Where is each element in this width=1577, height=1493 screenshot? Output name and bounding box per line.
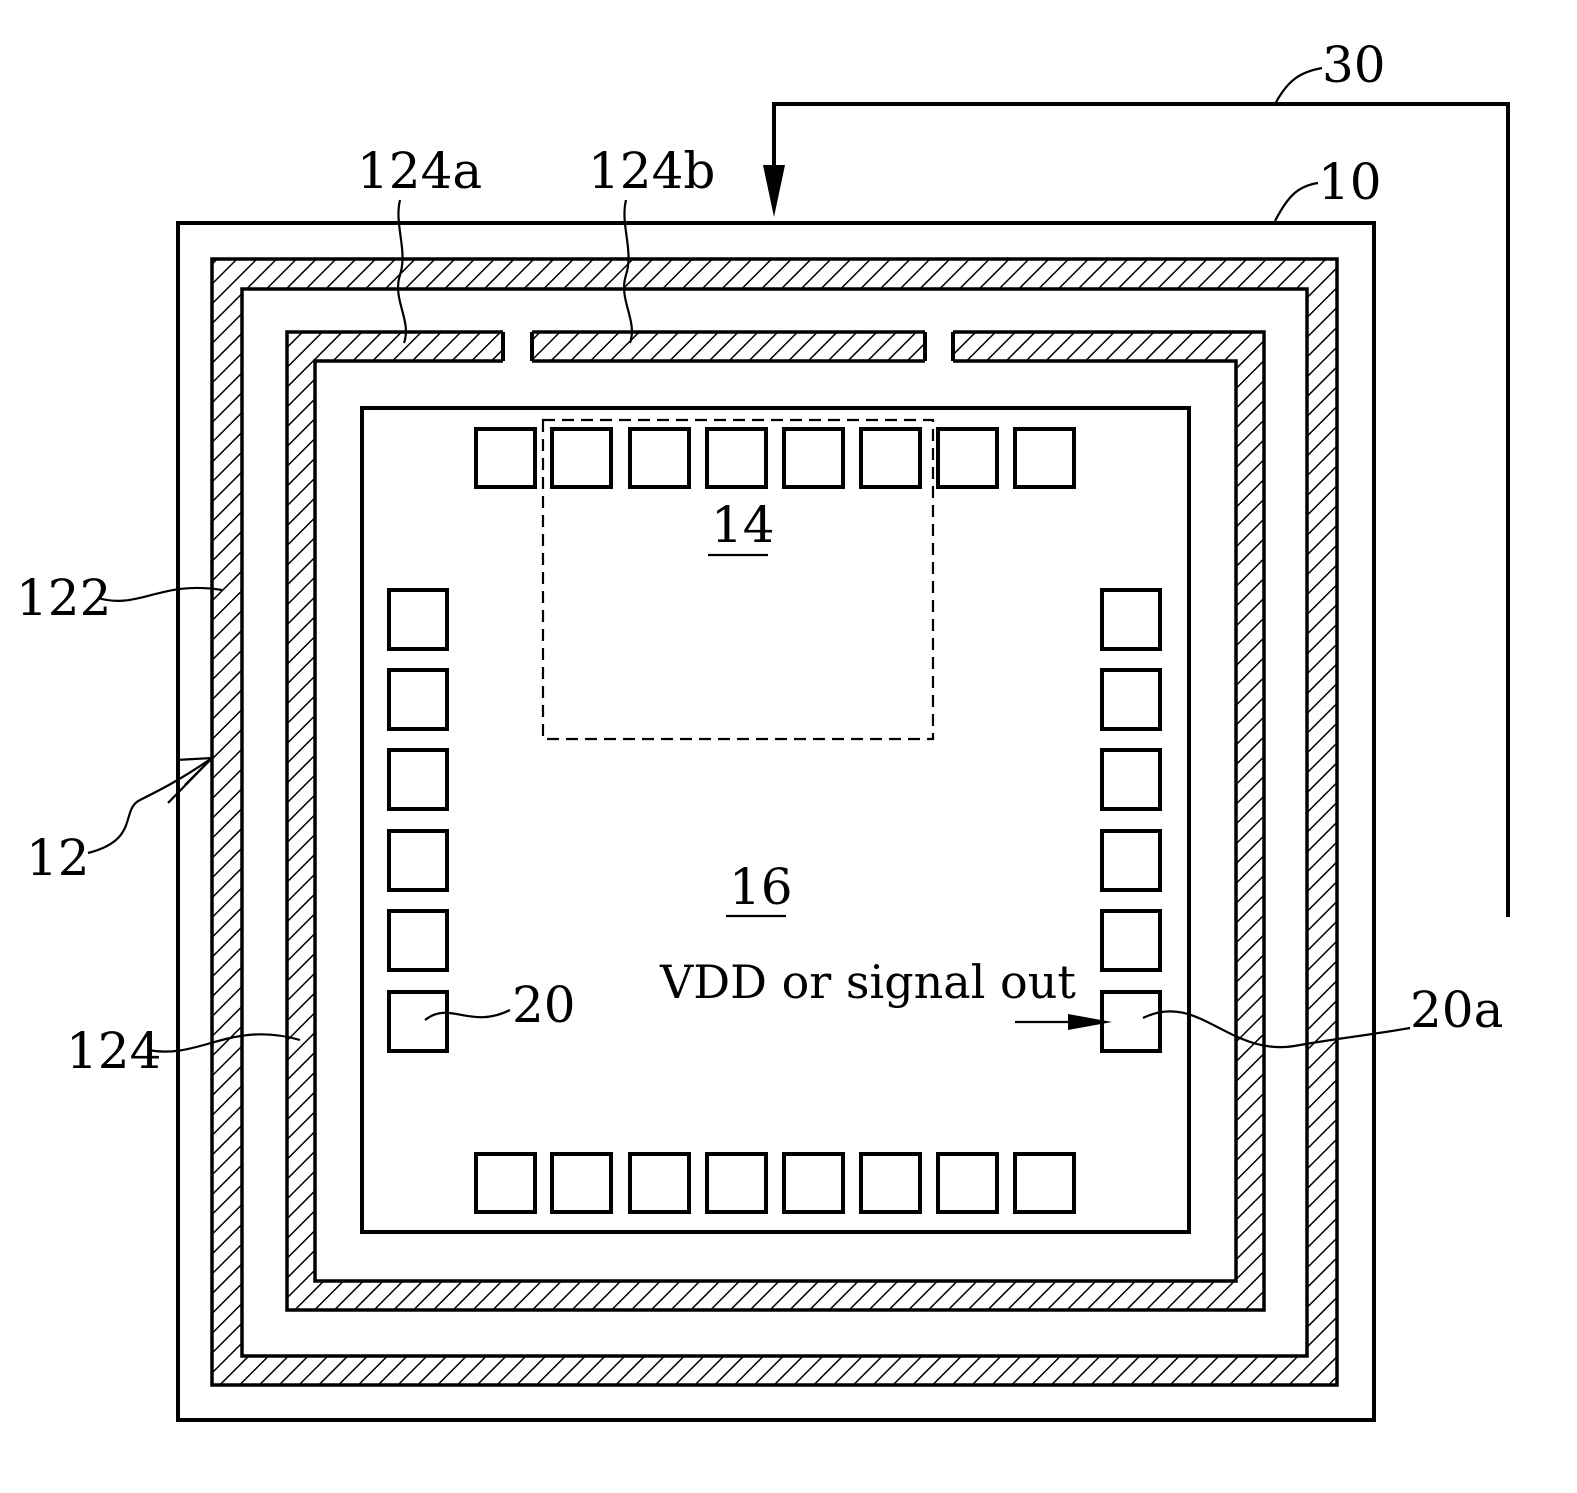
substrate-10 <box>178 223 1374 1420</box>
seal-ring-122 <box>212 259 1337 1385</box>
label-124b: 124b <box>588 142 715 200</box>
bond-pad <box>1102 750 1160 809</box>
bond-pad <box>389 590 447 649</box>
bond-pad <box>938 429 997 487</box>
bond-pad <box>861 1154 920 1212</box>
label-12: 12 <box>26 829 90 887</box>
ring-gap-left <box>503 327 532 365</box>
bond-pad <box>389 670 447 729</box>
bond-pad <box>389 831 447 890</box>
bond-pad <box>861 429 920 487</box>
vdd-signal-label: VDD or signal out <box>659 955 1076 1009</box>
label-20: 20 <box>512 976 576 1034</box>
bond-pad-20 <box>389 992 447 1051</box>
leader-20a <box>1143 1011 1410 1047</box>
bond-pad <box>1015 429 1074 487</box>
label-20a: 20a <box>1410 981 1503 1039</box>
label-14: 14 <box>711 496 775 554</box>
bond-pad <box>938 1154 997 1212</box>
bond-pad <box>389 750 447 809</box>
bond-pad <box>630 1154 689 1212</box>
label-16: 16 <box>729 858 793 916</box>
bond-pad <box>552 429 611 487</box>
arrowhead-30 <box>763 165 785 217</box>
leader-10 <box>1275 183 1318 221</box>
label-122: 122 <box>16 569 111 627</box>
leader-122 <box>98 588 222 601</box>
bond-pad <box>476 429 535 487</box>
left-pad-column <box>389 590 447 1051</box>
bond-pad <box>1102 911 1160 970</box>
bond-pad <box>1102 670 1160 729</box>
bond-pad <box>1015 1154 1074 1212</box>
bond-pad <box>1102 590 1160 649</box>
bond-pad <box>630 429 689 487</box>
label-30: 30 <box>1322 36 1386 94</box>
bottom-pad-row <box>476 1154 1074 1212</box>
bond-pad <box>707 1154 766 1212</box>
label-10: 10 <box>1318 153 1382 211</box>
bond-pad <box>389 911 447 970</box>
bond-pad <box>784 1154 843 1212</box>
bond-pad <box>784 429 843 487</box>
top-pad-row <box>476 429 1074 487</box>
bond-pad-20a <box>1102 992 1160 1051</box>
ring-gap-right <box>925 327 953 365</box>
leader-12 <box>88 758 212 853</box>
label-124a: 124a <box>357 142 482 200</box>
right-pad-column <box>1102 590 1160 1051</box>
seal-ring-124 <box>287 332 1264 1310</box>
bond-pad <box>552 1154 611 1212</box>
label-124: 124 <box>66 1022 161 1080</box>
bond-pad <box>707 429 766 487</box>
core-region-16 <box>362 408 1189 1232</box>
leader-30 <box>1275 68 1322 104</box>
bond-pad <box>1102 831 1160 890</box>
bond-pad <box>476 1154 535 1212</box>
